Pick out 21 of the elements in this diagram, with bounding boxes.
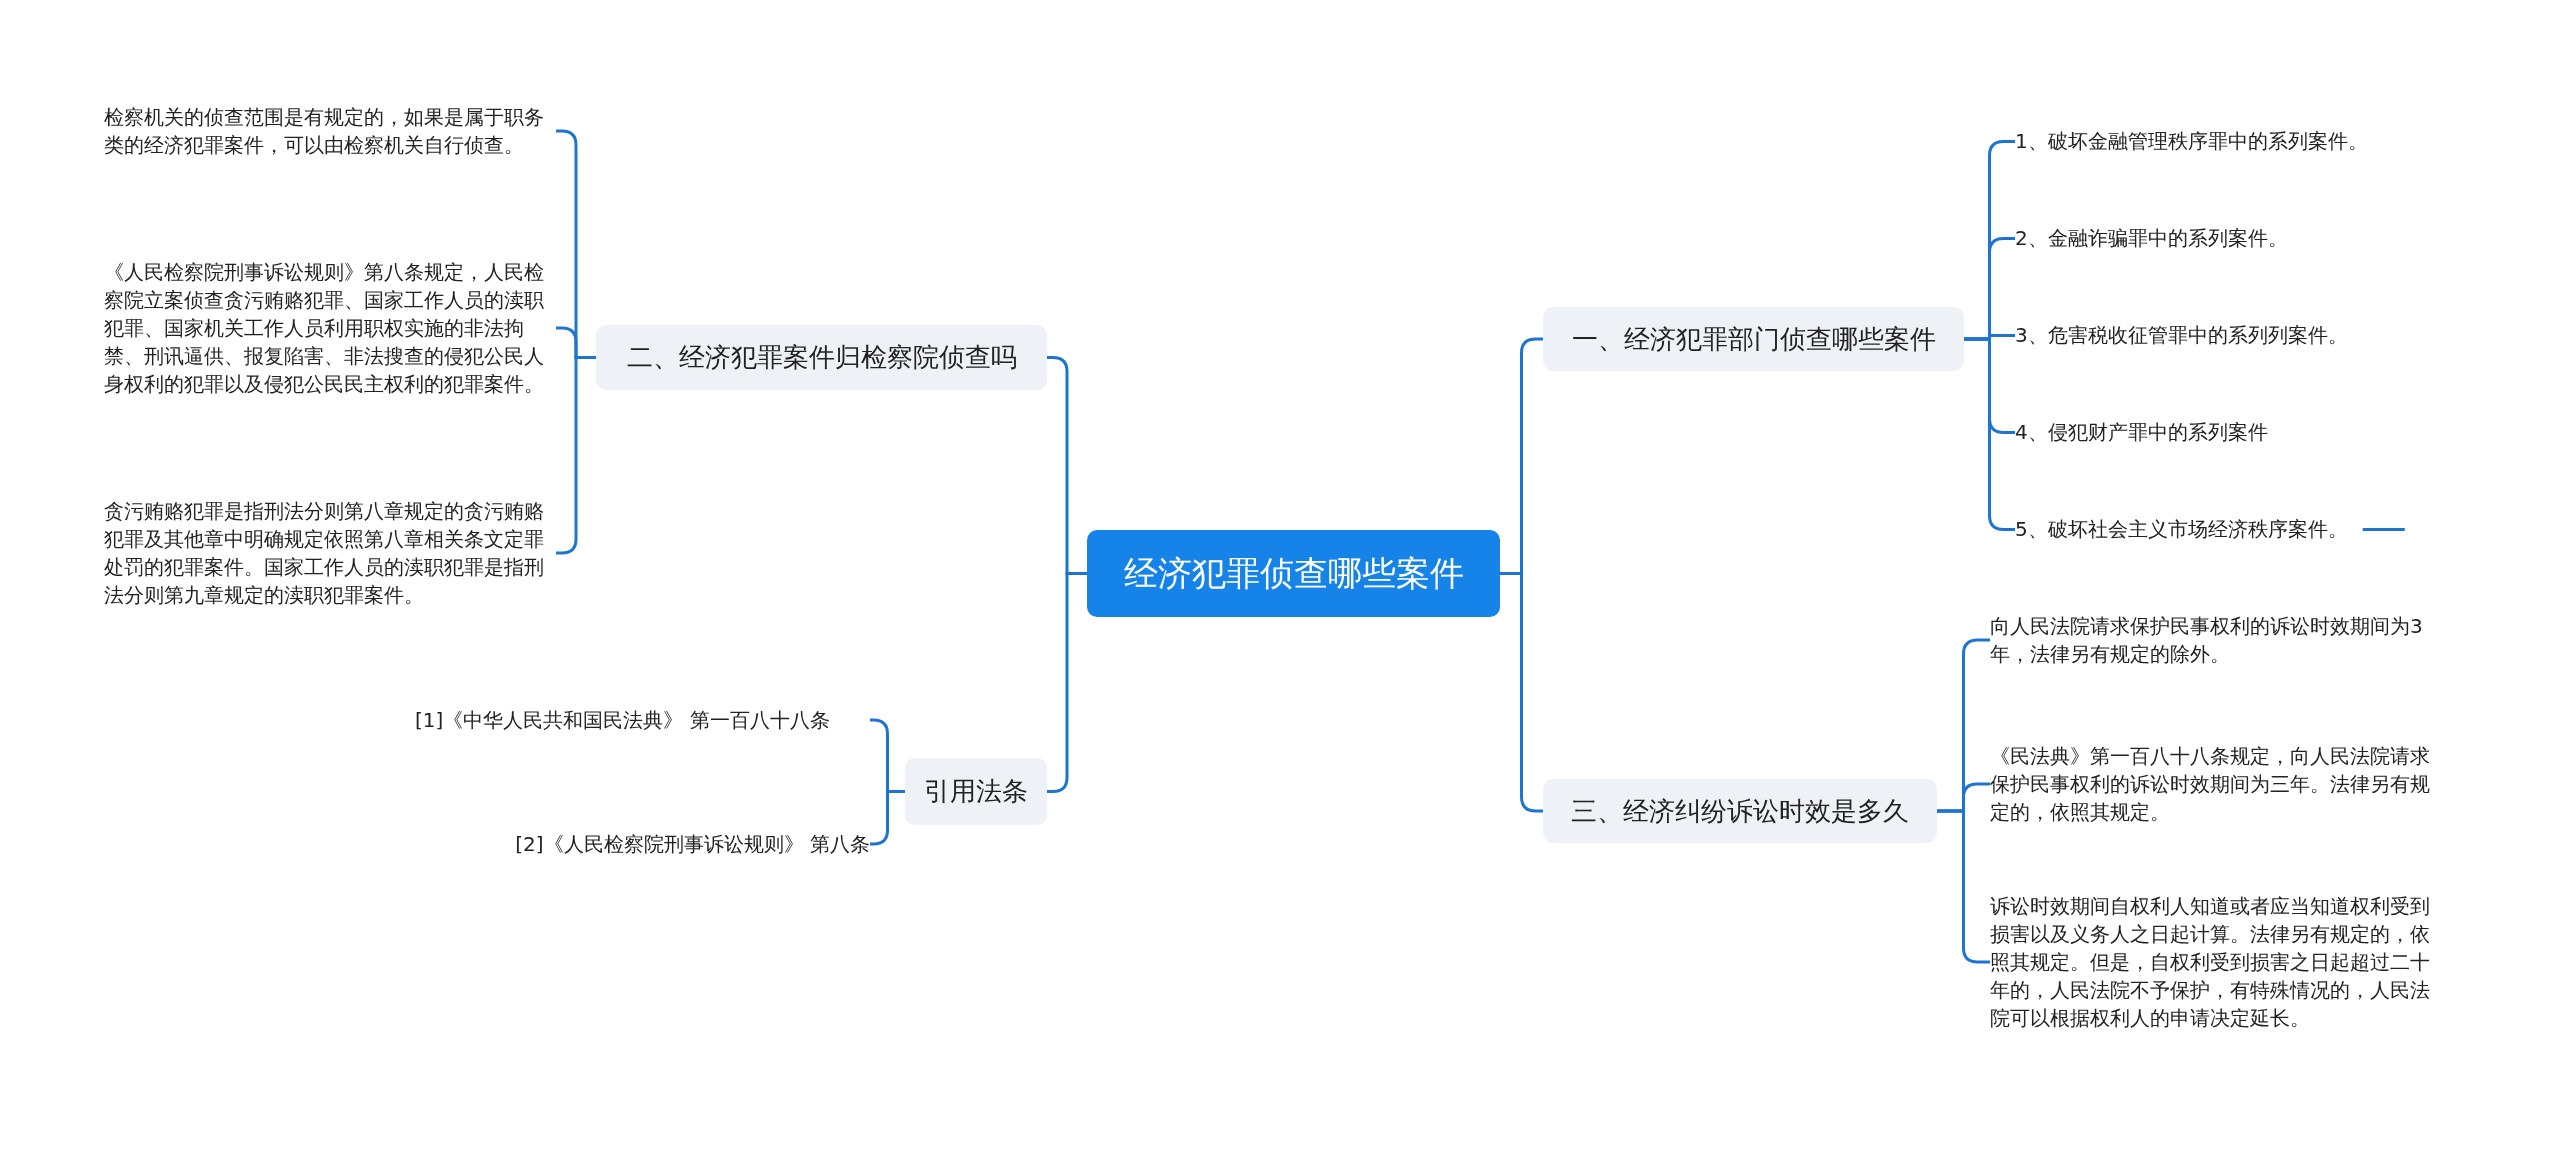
topic-box: 三、经济纠纷诉讼时效是多久 <box>1543 779 1937 843</box>
topic-box: 二、经济犯罪案件归检察院侦查吗 <box>596 325 1047 390</box>
topic-box: 引用法条 <box>905 758 1047 825</box>
note-text: [1]《中华人民共和国民法典》 第一百八十八条 <box>415 706 870 734</box>
note-text: 《民法典》第一百八十八条规定，向人民法院请求保护民事权利的诉讼时效期间为三年。法律另有规定的，依照其规定。 <box>1990 742 2445 826</box>
list-item-text: 3、危害税收征管罪中的系列列案件。 <box>2015 322 2425 349</box>
note-text: 贪污贿赂犯罪是指刑法分则第八章规定的贪污贿赂犯罪及其他章中明确规定依照第八章相关条文定罪处罚的犯罪案件。国家工作人员的渎职犯罪是指刑法分则第九章规定的渎职犯罪案件。 <box>104 497 556 609</box>
note-text: 诉讼时效期间自权利人知道或者应当知道权利受到损害以及义务人之日起计算。法律另有规定的，依照其规定。但是，自权利受到损害之日起超过二十年的，人民法院不予保护，有特殊情况的，人民法院可以根据权利人的申请决定延长。 <box>1990 892 2445 1032</box>
connector-line <box>1500 572 1543 813</box>
central-topic: 经济犯罪侦查哪些案件 <box>1087 530 1500 617</box>
note-text: 检察机关的侦查范围是有规定的，如果是属于职务类的经济犯罪案件，可以由检察机关自行侦查。 <box>104 103 556 159</box>
list-item-text: 4、侵犯财产罪中的系列案件 <box>2015 419 2425 446</box>
list-item-text: 1、破坏金融管理秩序罪中的系列案件。 <box>2015 128 2425 155</box>
note-text: [2]《人民检察院刑事诉讼规则》 第八条 <box>420 830 870 858</box>
stub-line <box>2362 528 2405 531</box>
note-text: 《人民检察院刑事诉讼规则》第八条规定，人民检察院立案侦查贪污贿赂犯罪、国家工作人员的渎职犯罪、国家机关工作人员利用职权实施的非法拘禁、刑讯逼供、报复陷害、非法搜查的侵犯公民人身权利的犯罪以及侵犯公民民主权利的犯罪案件。 <box>104 258 556 398</box>
connector-line <box>870 790 905 846</box>
list-item-text: 5、破坏社会主义市场经济秩序案件。 <box>2015 516 2385 543</box>
list-item-text: 2、金融诈骗罪中的系列案件。 <box>2015 225 2425 252</box>
note-text: 向人民法院请求保护民事权利的诉讼时效期间为3年，法律另有规定的除外。 <box>1990 612 2445 668</box>
topic-box: 一、经济犯罪部门侦查哪些案件 <box>1543 307 1964 371</box>
